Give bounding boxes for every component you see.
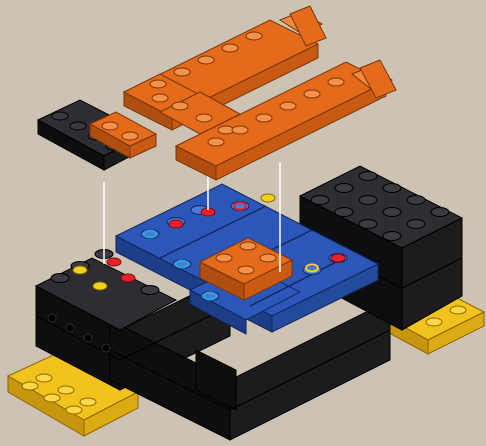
marker-yellow-3 — [261, 194, 275, 202]
marker-yellow-1 — [73, 266, 87, 274]
marker-yellow-2 — [93, 282, 107, 290]
marker-red-2 — [121, 274, 135, 282]
marker-red-1 — [107, 258, 121, 266]
marker-red-3 — [169, 220, 183, 228]
marker-red-6 — [331, 254, 345, 262]
